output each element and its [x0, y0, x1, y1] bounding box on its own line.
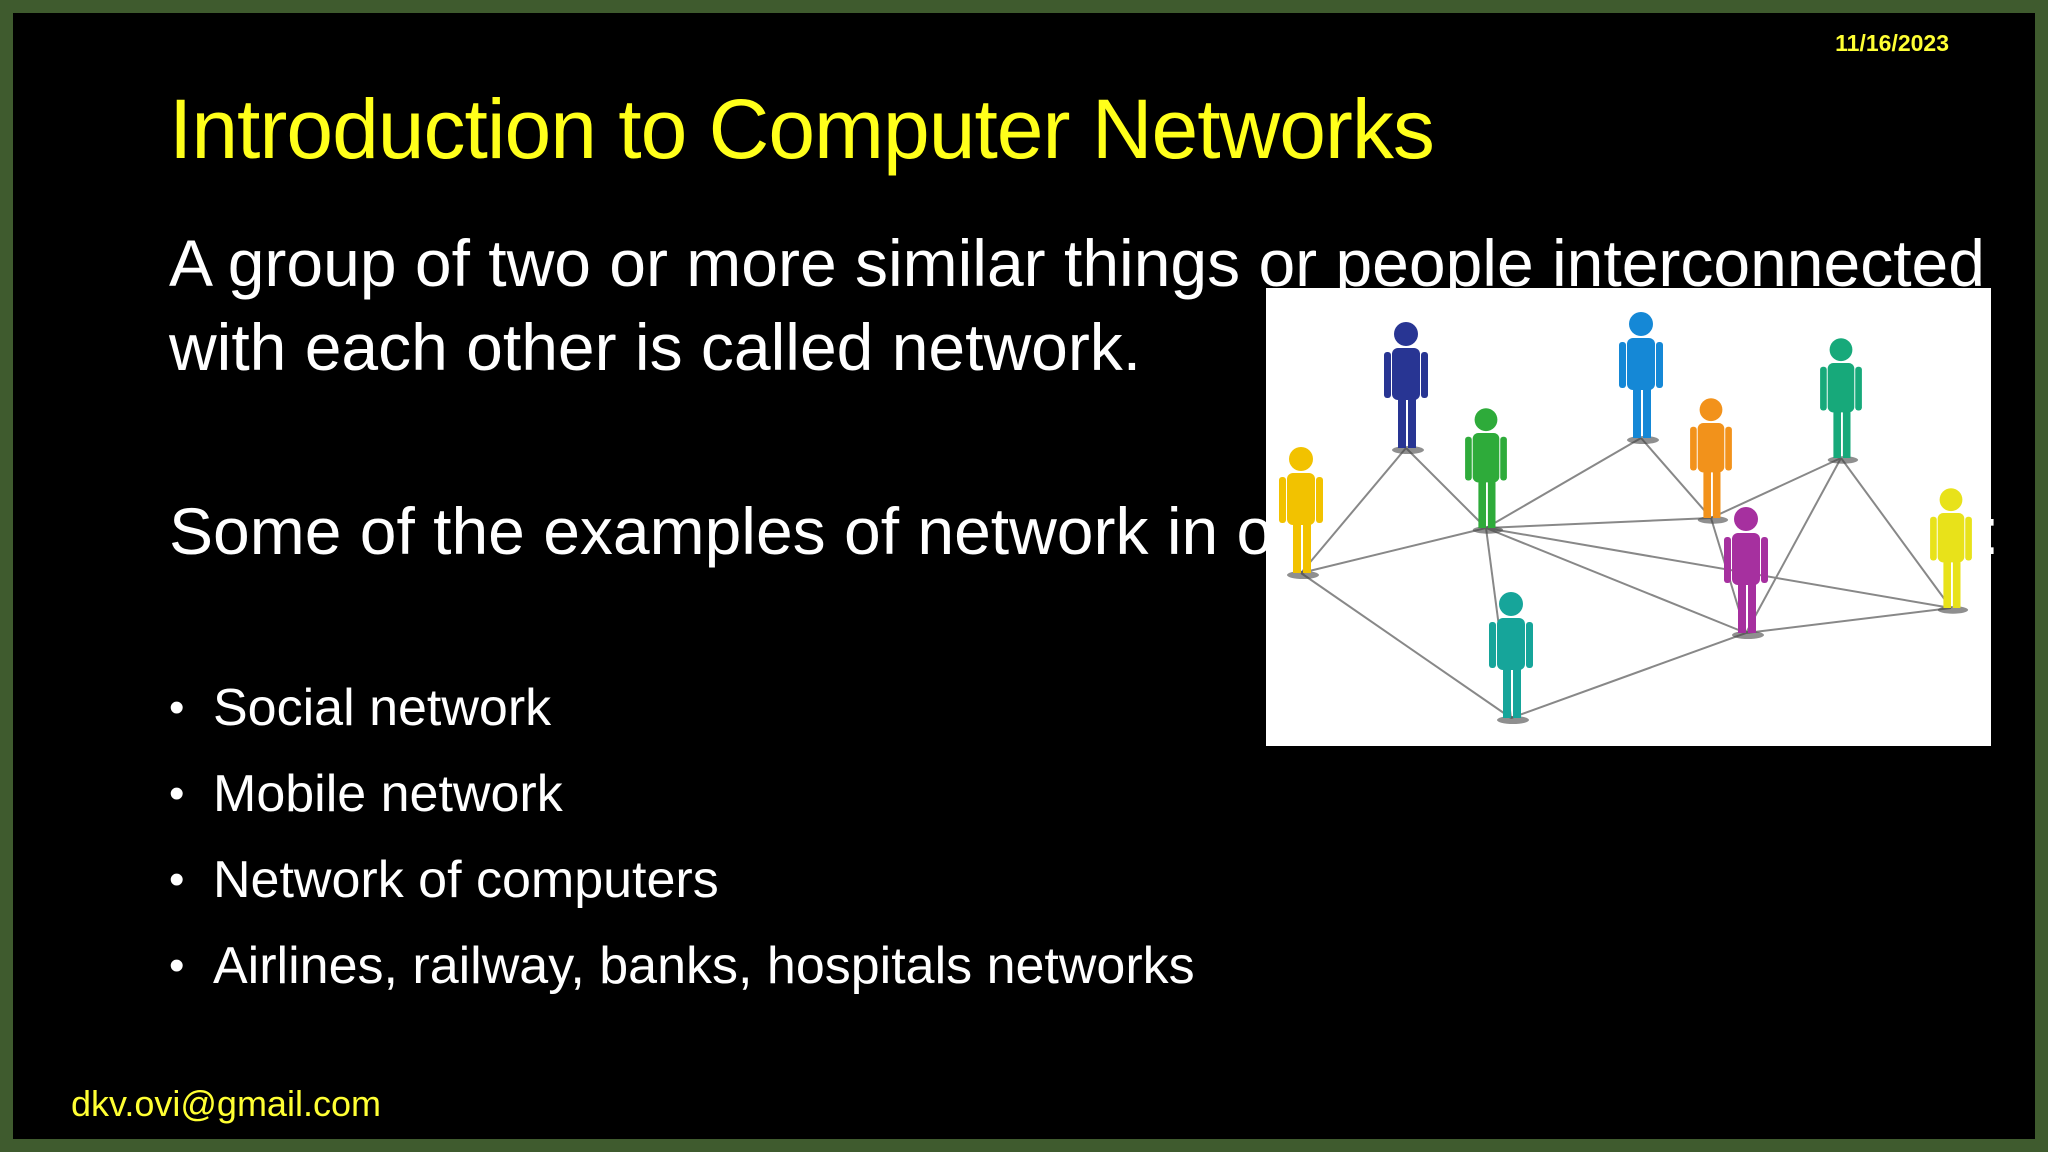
person-icon [1820, 338, 1862, 464]
network-link [1485, 437, 1642, 529]
network-link [1485, 517, 1712, 529]
network-link [1840, 457, 1952, 609]
list-item-text: Airlines, railway, banks, hospitals netw… [213, 937, 1195, 995]
network-lines [1300, 437, 1952, 719]
bullet-icon: • [169, 769, 185, 818]
slide-date: 11/16/2023 [1835, 30, 1949, 56]
list-item-text: Network of computers [213, 851, 719, 909]
people-network-image [1266, 288, 1991, 746]
list-item: • Social network [169, 673, 1195, 759]
footer-email: dkv.ovi@gmail.com [71, 1083, 381, 1124]
network-link [1510, 632, 1747, 719]
network-link [1300, 572, 1512, 719]
person-icon [1279, 447, 1323, 579]
network-link [1485, 527, 1952, 609]
people-network-icon [1279, 312, 1972, 724]
examples-list: • Social network • Mobile network • Netw… [169, 673, 1195, 1017]
network-link [1745, 457, 1842, 634]
person-icon [1465, 408, 1507, 534]
network-link [1300, 527, 1487, 574]
list-item: • Mobile network [169, 759, 1195, 845]
bullet-icon: • [169, 855, 185, 904]
list-item-text: Mobile network [213, 765, 563, 823]
list-item-text: Social network [213, 679, 552, 737]
slide-title: Introduction to Computer Networks [169, 82, 1435, 176]
definition-text: A group of two or more similar things or… [169, 226, 1985, 384]
person-icon [1619, 312, 1663, 444]
bullet-icon: • [169, 683, 185, 732]
network-link [1640, 437, 1712, 519]
list-item: • Network of computers [169, 845, 1195, 931]
network-link [1405, 447, 1487, 529]
network-link [1485, 527, 1747, 634]
network-link [1300, 447, 1407, 574]
person-icon [1384, 322, 1428, 454]
network-link [1710, 457, 1842, 519]
bullet-icon: • [169, 941, 185, 990]
person-icon [1690, 398, 1732, 524]
definition-paragraph: A group of two or more similar things or… [169, 221, 2035, 389]
person-icon [1724, 507, 1768, 639]
person-icon [1489, 592, 1533, 724]
list-item: • Airlines, railway, banks, hospitals ne… [169, 931, 1195, 1017]
network-link [1745, 607, 1952, 634]
person-icon [1930, 488, 1972, 614]
